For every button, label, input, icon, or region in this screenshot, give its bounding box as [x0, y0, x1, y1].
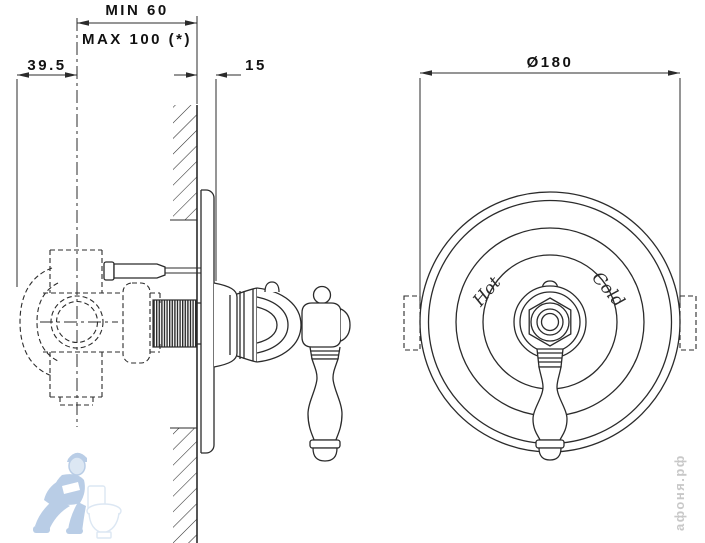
body-offset-label: 39.5 [27, 57, 66, 74]
wall-hatch-upper [173, 105, 197, 220]
plumber-leg-front [68, 502, 86, 532]
tube-body [113, 263, 166, 279]
plumber-tool [62, 482, 80, 494]
dim-arrow-to-wall [186, 72, 197, 78]
mounting-tab-left [403, 295, 421, 351]
handle-hub [301, 302, 342, 348]
front-view: Ø180 Hot Cold [403, 54, 697, 461]
plate-depth-label: 15 [245, 57, 267, 74]
dim-arrow-left [17, 72, 29, 78]
lever-collar [309, 439, 341, 449]
wall-section [170, 105, 198, 543]
inlet-pipe-top [49, 249, 103, 293]
mounting-bracket [122, 282, 151, 364]
hub-outer-ring [513, 285, 587, 359]
toilet [86, 485, 122, 539]
dim-arrow-to-plate [216, 72, 227, 78]
lever-collar-front [535, 439, 565, 449]
tube-rod [165, 267, 201, 274]
sleeve-nub [264, 281, 280, 293]
lever-tip [312, 447, 338, 462]
dim-body-offset: 39.5 [16, 57, 77, 287]
dim-arrow-left [420, 70, 432, 76]
hot-label: Hot [469, 273, 506, 311]
mounting-tab-right [679, 295, 697, 351]
plumber-head [68, 456, 86, 476]
plate-front-profile [201, 189, 215, 454]
stop-tube [103, 261, 201, 281]
dim-plate-depth: 15 [174, 57, 267, 281]
ball-finial [312, 285, 332, 305]
side-view-section: MIN 60 MAX 100 (*) 39.5 15 [16, 2, 351, 543]
handle-front [513, 280, 587, 461]
cartridge-spline [152, 299, 201, 348]
max-depth-label: MAX 100 (*) [82, 31, 192, 48]
hub-end-cap [340, 308, 351, 342]
dim-arrow-right [668, 70, 680, 76]
plumber-boot-front [66, 528, 83, 534]
cold-label: Cold [587, 268, 628, 311]
port-ring-outer [50, 295, 104, 349]
hub-hex-nut [528, 297, 572, 347]
body-block [43, 292, 161, 353]
sleeve-flange [213, 282, 238, 368]
dim-diameter: Ø180 [419, 54, 681, 305]
sleeve-bands [236, 287, 258, 363]
mounting-tabs [403, 295, 697, 351]
sleeve-dome [256, 287, 302, 363]
handle-side [301, 285, 351, 462]
lever-ribs [309, 346, 341, 360]
port-ring-inner [55, 300, 99, 344]
plumber-arm [44, 480, 66, 505]
spline-block [152, 299, 197, 348]
site-watermark-text: афоня.рф [672, 454, 687, 531]
centerlines [40, 18, 118, 427]
dim-arrow-right [65, 72, 77, 78]
lever-tip-front [538, 447, 562, 461]
lever-body [307, 358, 343, 441]
valve-body-hidden [19, 249, 161, 406]
escutcheon-sleeve-side [213, 281, 302, 368]
plumber-leg-back [35, 498, 70, 530]
escutcheon-plate-side [200, 189, 215, 454]
plumber-watermark [33, 452, 122, 539]
body-outer-arc [19, 267, 53, 377]
outlet-pipe-bottom [49, 352, 103, 406]
plumber-boot-back [33, 526, 50, 533]
tube-collar [103, 261, 115, 281]
body-inner-arc [36, 282, 59, 362]
dim-min-max: MIN 60 MAX 100 (*) [77, 2, 198, 104]
dim-arrow-left [77, 20, 89, 26]
diameter-label: Ø180 [527, 54, 574, 71]
min-depth-label: MIN 60 [105, 2, 168, 19]
dim-arrow-right [185, 20, 197, 26]
wall-hatch-lower [173, 428, 197, 543]
spline-stub [196, 302, 201, 345]
lever-body-front [532, 366, 568, 441]
